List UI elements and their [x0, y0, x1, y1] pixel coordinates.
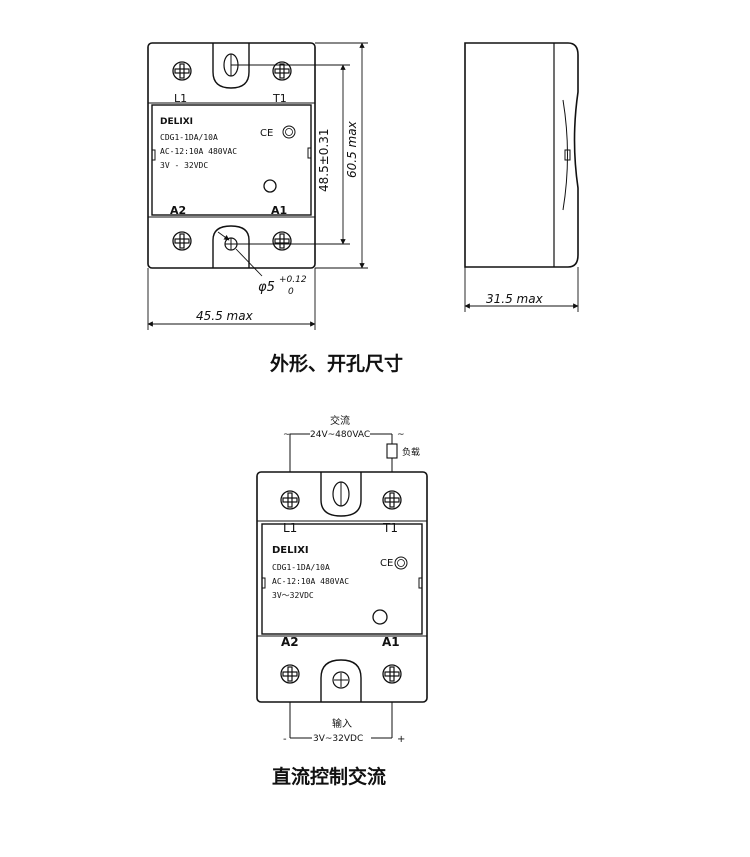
front-view: CE — [147, 42, 316, 269]
brand-logo: DELIXI — [272, 545, 309, 556]
input-range: 3V~32VDC — [313, 734, 363, 744]
screw-icon — [272, 231, 292, 251]
terminal-a1-label: A1 — [271, 204, 287, 217]
input-minus: - — [283, 734, 287, 745]
dim-hole-tol-low: 0 — [288, 287, 294, 297]
terminal-t1-label: T1 — [272, 92, 287, 105]
control-text-2: 3V～32VDC — [272, 591, 314, 600]
control-text: 3V - 32VDC — [160, 161, 208, 170]
load-label: 负载 — [402, 446, 420, 458]
side-view — [464, 42, 579, 312]
ac-tilde-right: ~ — [397, 430, 405, 440]
model-text-2: CDG1-1DA/10A — [272, 563, 330, 572]
ac-range: 24V~480VAC — [310, 430, 370, 440]
dimension-lines — [147, 42, 368, 330]
ce-mark-2: CE — [380, 558, 393, 569]
input-plus: + — [397, 734, 405, 745]
dc-wiring — [289, 702, 393, 739]
screw-icon — [382, 664, 402, 684]
rating-text-2: AC-12:10A 480VAC — [272, 577, 349, 586]
dim-hole-tol-up: +0.12 — [279, 275, 307, 285]
dim-hole: φ5 — [258, 280, 275, 295]
dim-depth: 31.5 max — [486, 292, 544, 306]
ac-wiring — [289, 433, 398, 472]
terminal-a2-label-2: A2 — [281, 635, 299, 649]
caption-wiring: 直流控制交流 — [272, 765, 386, 788]
terminal-l1-label-2: L1 — [283, 521, 297, 535]
terminal-a1-label-2: A1 — [382, 635, 400, 649]
screw-icon — [280, 664, 300, 684]
brand-logo-1: DELIXI — [160, 117, 193, 127]
ac-tilde-left: ~ — [283, 430, 291, 440]
screw-icon — [172, 61, 192, 81]
dim-height-max: 60.5 max — [345, 120, 359, 178]
dim-width: 45.5 max — [196, 309, 254, 323]
dim-height-inner: 48.5±0.31 — [317, 129, 331, 193]
rating-text: AC-12:10A 480VAC — [160, 147, 237, 156]
ce-mark: CE — [260, 128, 273, 139]
terminal-t1-label-2: T1 — [382, 521, 398, 535]
screw-icon — [382, 490, 402, 510]
terminal-a2-label: A2 — [170, 204, 186, 217]
ac-title: 交流 — [330, 414, 350, 427]
model-text: CDG1-1DA/10A — [160, 133, 218, 142]
screw-icon — [280, 490, 300, 510]
caption-dimensions: 外形、开孔尺寸 — [270, 352, 403, 375]
relay-wiring-view — [256, 471, 428, 703]
input-title: 输入 — [332, 717, 352, 730]
screw-icon — [172, 231, 192, 251]
terminal-l1-label: L1 — [174, 92, 187, 105]
